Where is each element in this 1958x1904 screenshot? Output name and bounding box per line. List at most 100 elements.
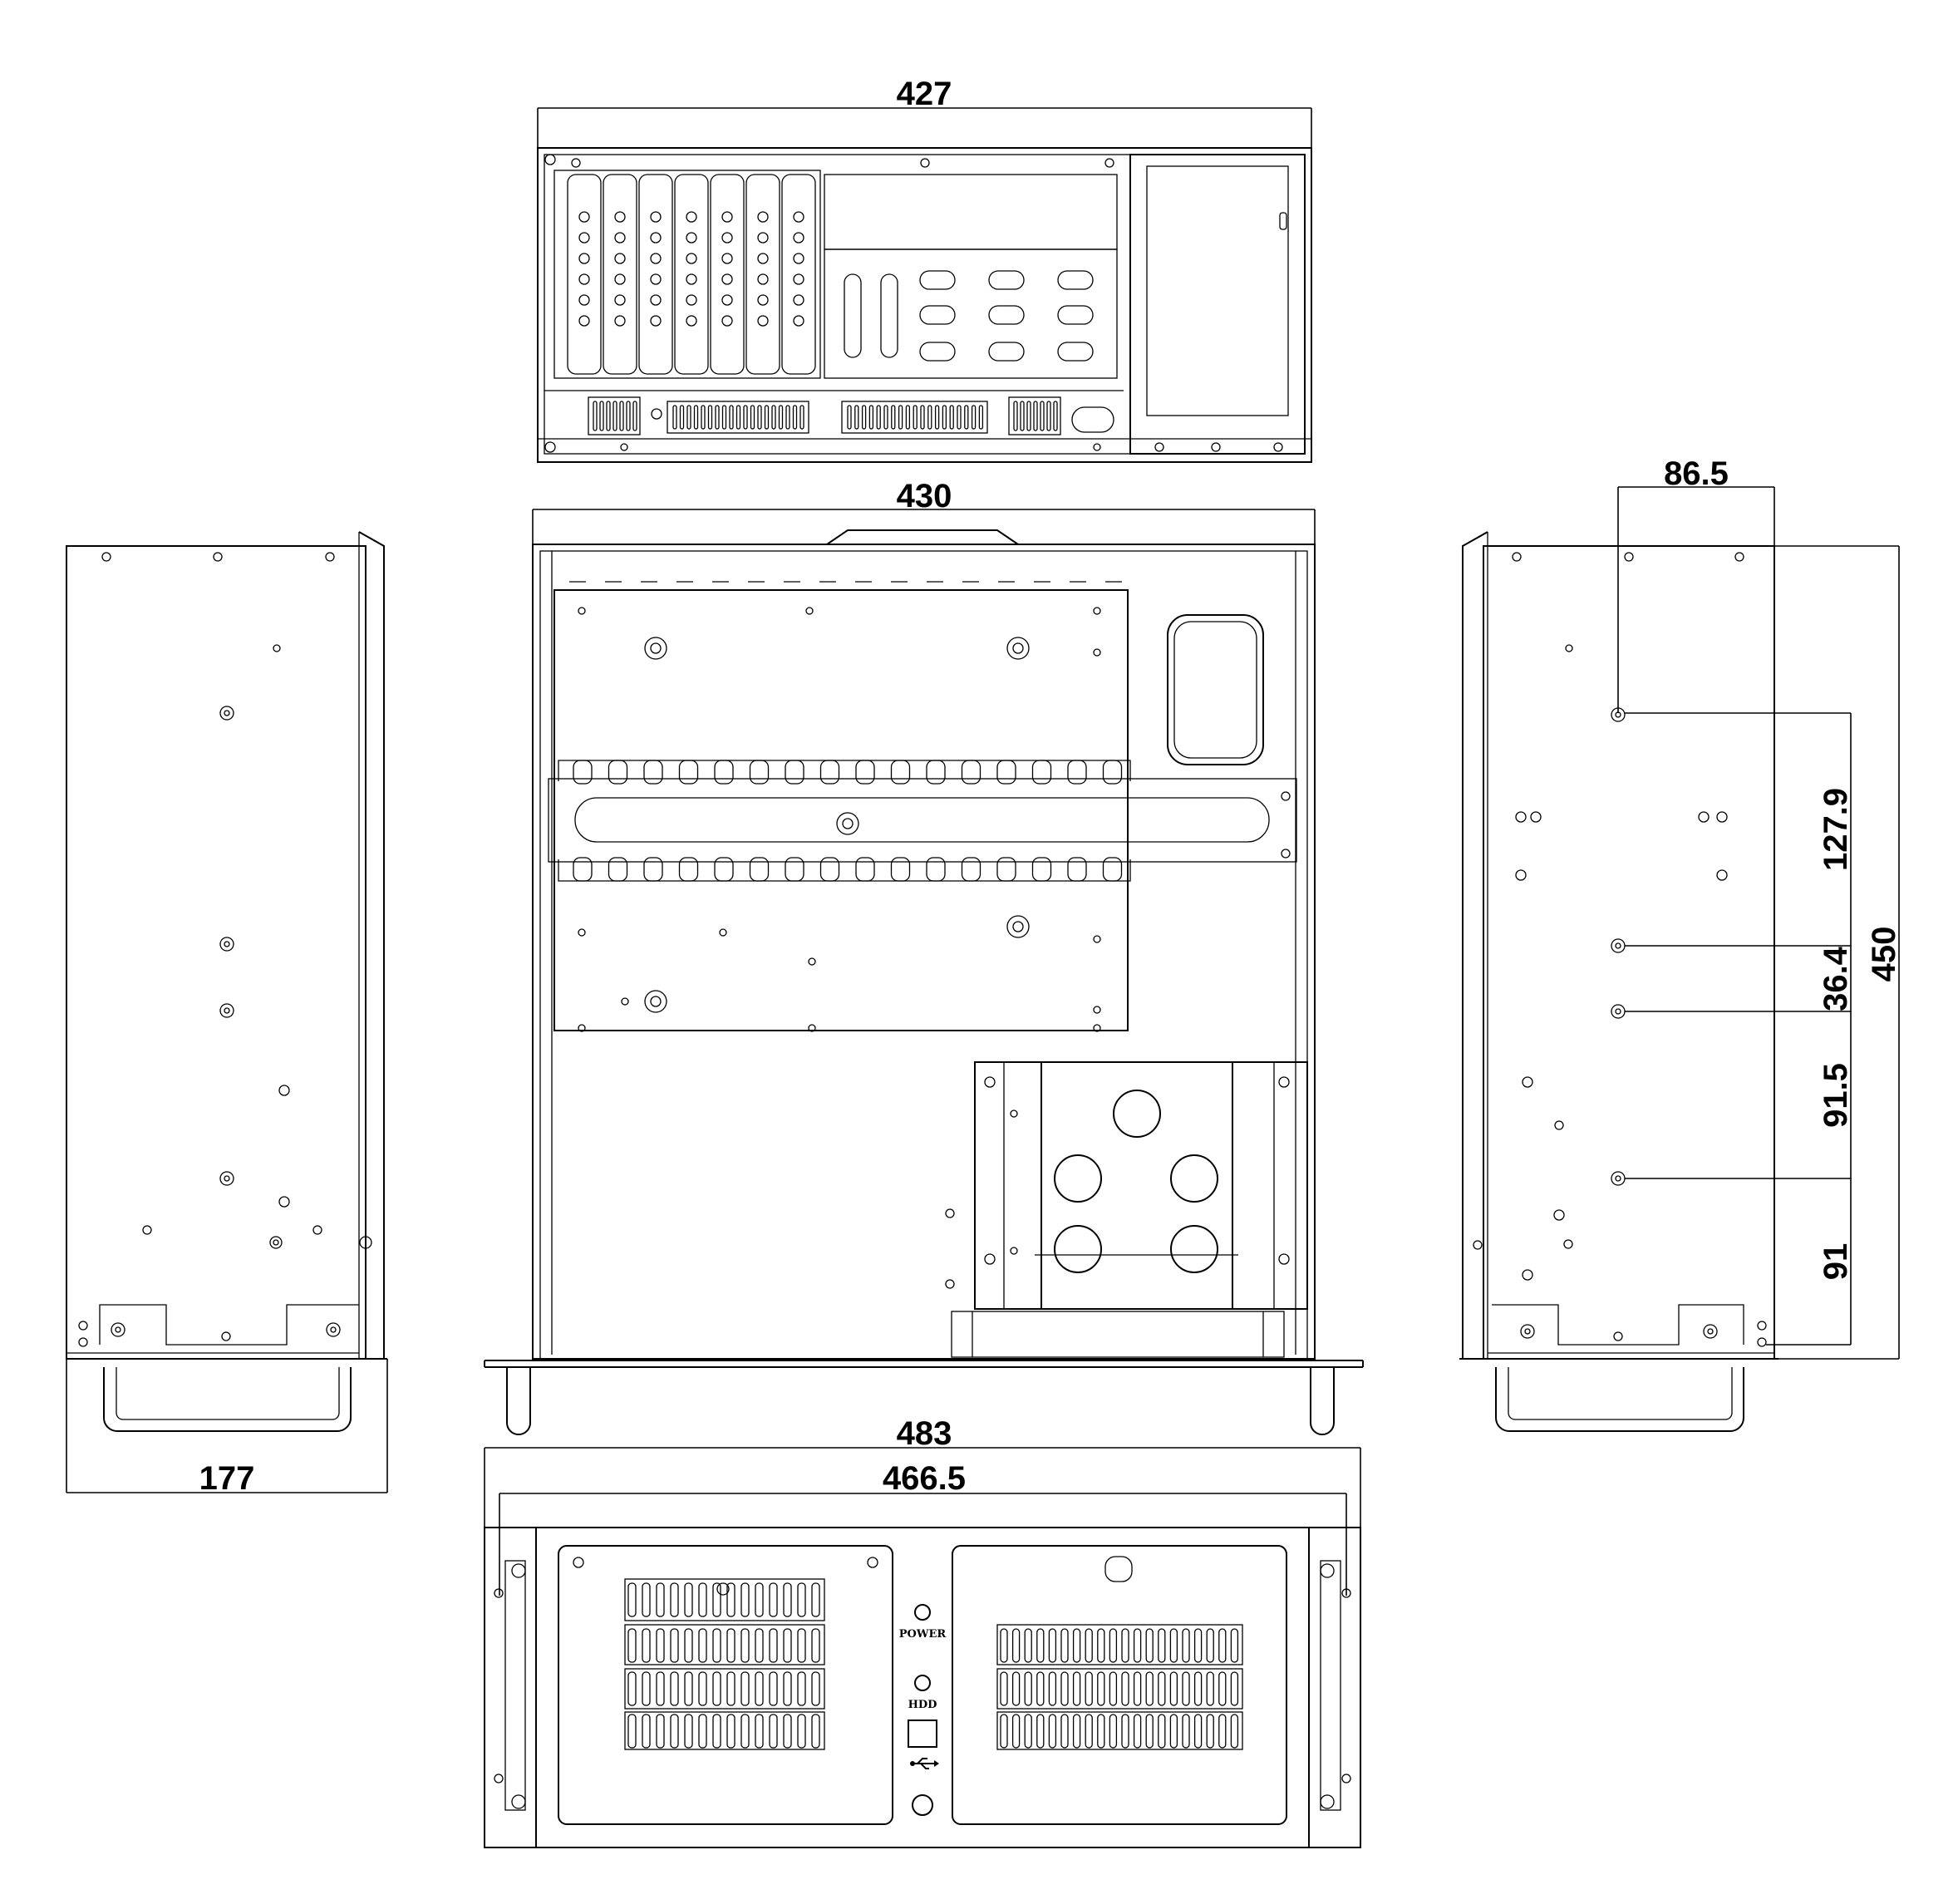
comb-tooth [1031, 857, 1052, 882]
vent-slot [1206, 1671, 1214, 1706]
vent-slot [670, 1714, 679, 1749]
vent-slot [797, 1671, 806, 1706]
slot-hole [614, 315, 626, 327]
vent-slot [1218, 1628, 1227, 1663]
slot-hole [578, 253, 590, 264]
slot-hole [578, 211, 590, 223]
comb-tooth [996, 760, 1016, 785]
vent-slot [670, 1628, 679, 1663]
slot-hole [650, 315, 662, 327]
slot-hole [614, 211, 626, 223]
slot-hole [721, 315, 733, 327]
rack-handles [494, 1560, 1351, 1811]
dimension-430: 430 [897, 478, 952, 514]
vent-slot [612, 401, 617, 431]
vent-slot [721, 405, 727, 430]
dimension-483: 483 [897, 1415, 952, 1452]
comb-tooth [573, 857, 593, 882]
vent-slot [783, 1628, 792, 1663]
front-view: 483 466.5 [484, 1415, 1361, 1848]
comb-tooth [608, 760, 628, 785]
vent-slot [792, 405, 798, 430]
vent-slot [755, 1628, 764, 1663]
vent-slot [778, 405, 784, 430]
vent-slot [1133, 1671, 1142, 1706]
reset-button[interactable] [912, 1794, 933, 1816]
power-button[interactable] [914, 1604, 931, 1621]
vent-slot [1072, 1671, 1081, 1706]
vent-slot [656, 1714, 665, 1749]
dimension-36-4: 36.4 [1818, 946, 1854, 1011]
dimension-427: 427 [897, 76, 952, 112]
vent-slot [797, 1628, 806, 1663]
slot-hole [578, 273, 590, 285]
dimension-127-9: 127.9 [1818, 788, 1854, 871]
slot-hole [721, 232, 733, 244]
vent-slot [755, 1671, 764, 1706]
vent-slot [797, 1582, 806, 1617]
comb-tooth [996, 857, 1016, 882]
vent-slot [1230, 1628, 1239, 1663]
vent-slot [964, 405, 969, 430]
vent-slot [701, 405, 706, 430]
slot-hole [650, 294, 662, 306]
vent-slot [755, 1714, 764, 1749]
left-holes [78, 552, 372, 1347]
vent-slot [726, 1714, 735, 1749]
vent-slot [1145, 1714, 1154, 1749]
vent-slot [599, 401, 604, 431]
vent-slot [1193, 1628, 1203, 1663]
vent-slot [978, 405, 984, 430]
vent-slot [1013, 401, 1018, 431]
comb-tooth [926, 760, 946, 785]
slot-hole [614, 232, 626, 244]
slot-hole [686, 253, 697, 264]
slot-hole [650, 273, 662, 285]
vent-slot [726, 1628, 735, 1663]
vent-slot [684, 1714, 693, 1749]
vent-slot [1000, 1714, 1008, 1749]
vent-slot [783, 1671, 792, 1706]
vent-slot [1024, 1628, 1032, 1663]
slot-hole [793, 232, 804, 244]
vent-slot [1097, 1671, 1105, 1706]
vent-slot [769, 1628, 778, 1663]
vent-slot [1169, 1628, 1178, 1663]
vent-slot [769, 1671, 778, 1706]
vent-slot [1109, 1714, 1118, 1749]
vent-slot [783, 1582, 792, 1617]
vent-slot [1085, 1628, 1093, 1663]
vent-slot [1206, 1714, 1214, 1749]
card-holder-bar [548, 778, 1297, 863]
vent-slot [1158, 1671, 1166, 1706]
vent-slot [1048, 1714, 1057, 1749]
comb-tooth [855, 760, 875, 785]
vent-slot [811, 1628, 820, 1663]
vent-slot [920, 405, 925, 430]
comb-tooth [819, 857, 840, 882]
vent-slot [1230, 1671, 1239, 1706]
right-vent-grid [996, 1624, 1243, 1665]
vent-slot [1109, 1671, 1118, 1706]
slot-hole [721, 253, 733, 264]
vent-slot [755, 1582, 764, 1617]
vent-slot [876, 405, 881, 430]
vent-slot [712, 1628, 721, 1663]
right-holes [1473, 552, 1767, 1347]
vent-slot [1097, 1628, 1105, 1663]
db-ports [844, 270, 1094, 362]
vent-slot [726, 1582, 735, 1617]
usb-port[interactable] [908, 1720, 937, 1748]
vent-slot [712, 1714, 721, 1749]
vent-slot [1011, 1671, 1021, 1706]
slot-hole [650, 232, 662, 244]
vent-slot [891, 405, 896, 430]
vent-slot [934, 405, 940, 430]
vent-slot [1169, 1714, 1178, 1749]
comb-tooth [1102, 760, 1123, 785]
top-view: 430 [484, 478, 1364, 1435]
vent-slot [626, 401, 631, 431]
vent-slot [971, 405, 977, 430]
vent-slot [684, 1671, 693, 1706]
